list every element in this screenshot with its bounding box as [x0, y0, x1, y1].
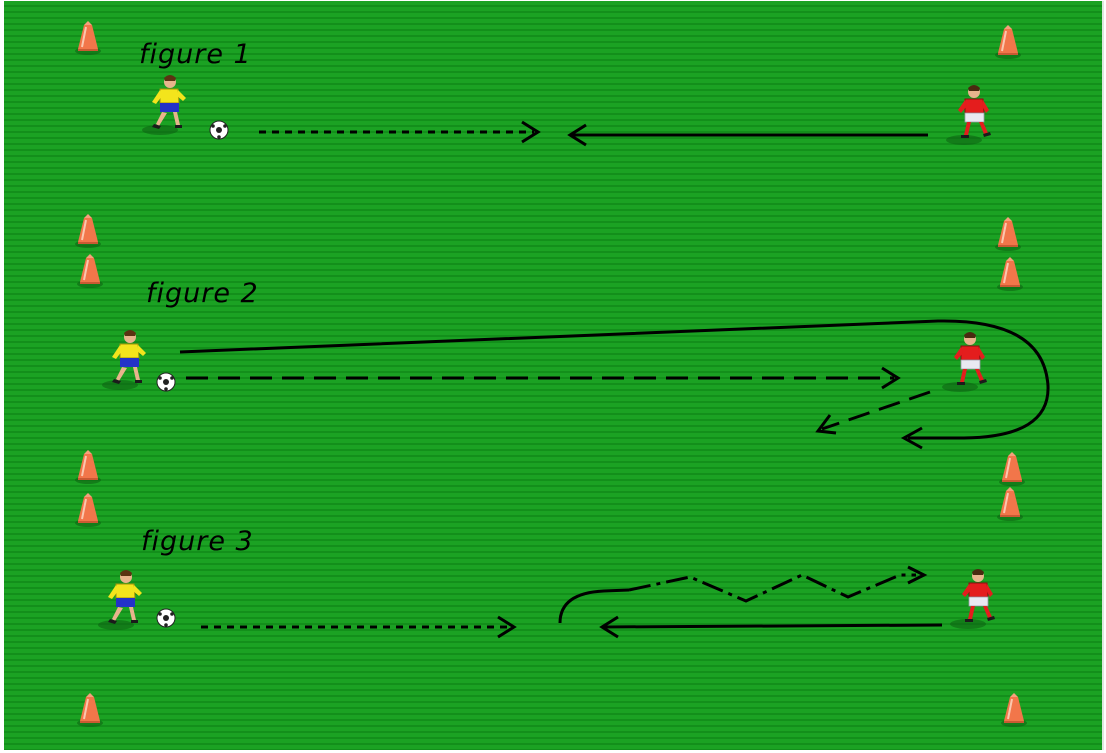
cone-icon [994, 216, 1022, 252]
figure-2-label: figure 2 [146, 278, 259, 309]
pass-arrow-2 [186, 366, 901, 390]
cone-icon [1000, 692, 1028, 728]
cone-icon [998, 451, 1026, 487]
cone-icon [76, 692, 104, 728]
red-player-icon [949, 568, 996, 630]
overlap-run-arrow [179, 319, 1050, 450]
run-arrow-1 [567, 123, 928, 147]
cone-icon [74, 449, 102, 485]
red-player-icon [941, 331, 988, 393]
pass-arrow-3 [201, 615, 517, 639]
yellow-player-icon [141, 74, 187, 136]
cone-icon [74, 492, 102, 528]
red-player-icon [945, 84, 992, 146]
drill-diagram [74, 20, 1050, 728]
yellow-player-icon [97, 569, 143, 631]
run-arrow-3 [599, 615, 943, 639]
cone-icon [994, 24, 1022, 60]
cone-icon [996, 486, 1024, 522]
figure-1-label: figure 1 [139, 39, 252, 70]
figure-3-label: figure 3 [141, 526, 254, 557]
cone-icon [74, 213, 102, 249]
dribble-arrow [558, 565, 928, 624]
return-pass-arrow [815, 390, 931, 435]
cone-icon [76, 253, 104, 289]
soccer-ball-icon [156, 608, 176, 628]
yellow-player-icon [101, 329, 147, 391]
soccer-ball-icon [209, 120, 229, 140]
soccer-ball-icon [156, 372, 176, 392]
cone-icon [996, 256, 1024, 292]
pass-arrow-1 [259, 120, 541, 144]
training-pitch: figure 1 figure 2 figure 3 [4, 1, 1104, 750]
cone-icon [74, 20, 102, 56]
